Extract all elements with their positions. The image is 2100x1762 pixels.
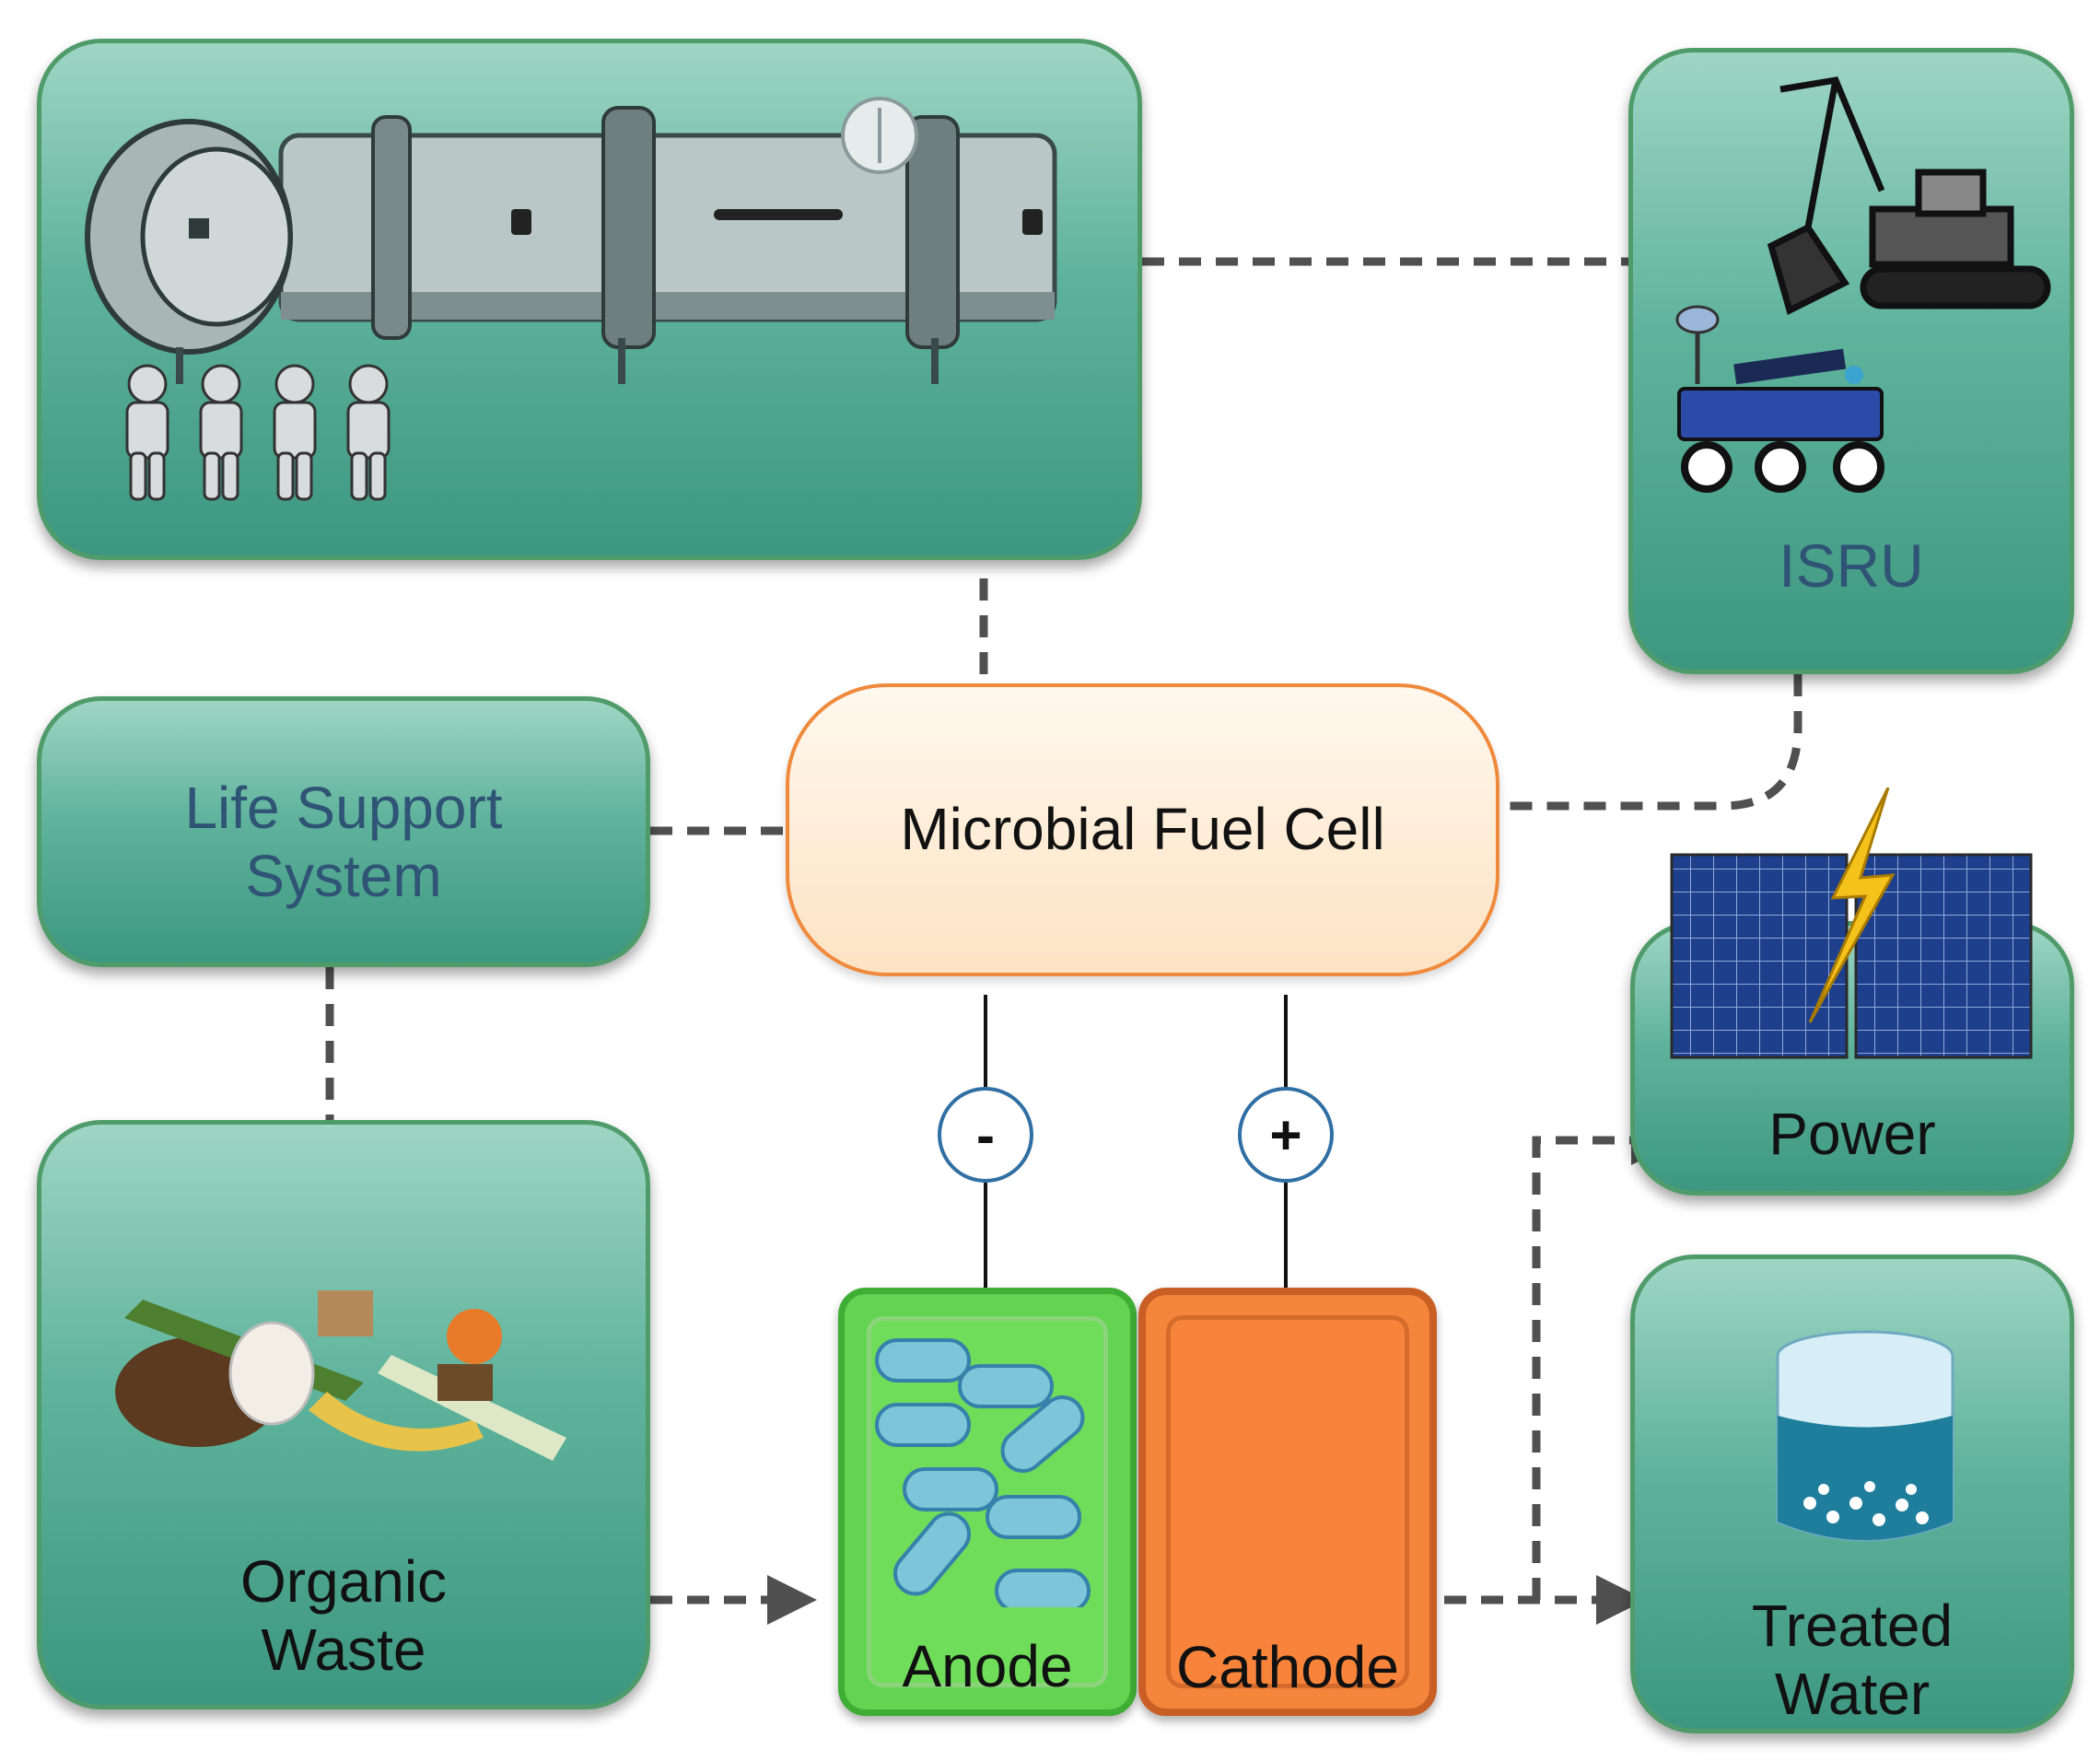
lightning-bolt-icon <box>1808 788 1896 1023</box>
mfc-box: Microbial Fuel Cell <box>786 683 1499 976</box>
life-support-box: Life Support System <box>37 696 650 967</box>
treated-water-label: Treated Water <box>1751 1593 1954 1727</box>
anode-label: Anode <box>902 1633 1073 1699</box>
isru-box: ISRU <box>1628 48 2074 674</box>
organic-waste-label: Organic Waste <box>239 1548 448 1683</box>
power-label: Power <box>1768 1101 1936 1167</box>
excavator-icon <box>1767 76 2051 316</box>
astronaut-icon <box>125 364 391 501</box>
isru-label: ISRU <box>1779 531 1924 600</box>
negative-terminal: - <box>938 1087 1033 1183</box>
anode-box: Anode <box>838 1288 1137 1716</box>
water-tank-icon <box>1776 1330 1954 1542</box>
positive-terminal: + <box>1238 1087 1334 1183</box>
habitat-module-icon <box>85 97 1057 384</box>
connector-isru-mfc <box>1503 674 1802 811</box>
rover-icon <box>1675 305 1884 493</box>
cathode-box: Cathode <box>1138 1288 1437 1716</box>
bacteria-icon <box>875 1338 1091 1607</box>
cathode-chamber <box>1166 1315 1409 1688</box>
food-waste-icon <box>115 1290 566 1461</box>
organic-waste-box: Organic Waste <box>37 1120 650 1709</box>
arrow-to-power <box>1532 1115 1681 1600</box>
habitat-box <box>37 39 1142 560</box>
mfc-label: Microbial Fuel Cell <box>900 796 1385 862</box>
life-support-label: Life Support System <box>184 775 503 909</box>
cathode-label: Cathode <box>1176 1634 1399 1700</box>
treated-water-box: Treated Water <box>1630 1254 2074 1733</box>
